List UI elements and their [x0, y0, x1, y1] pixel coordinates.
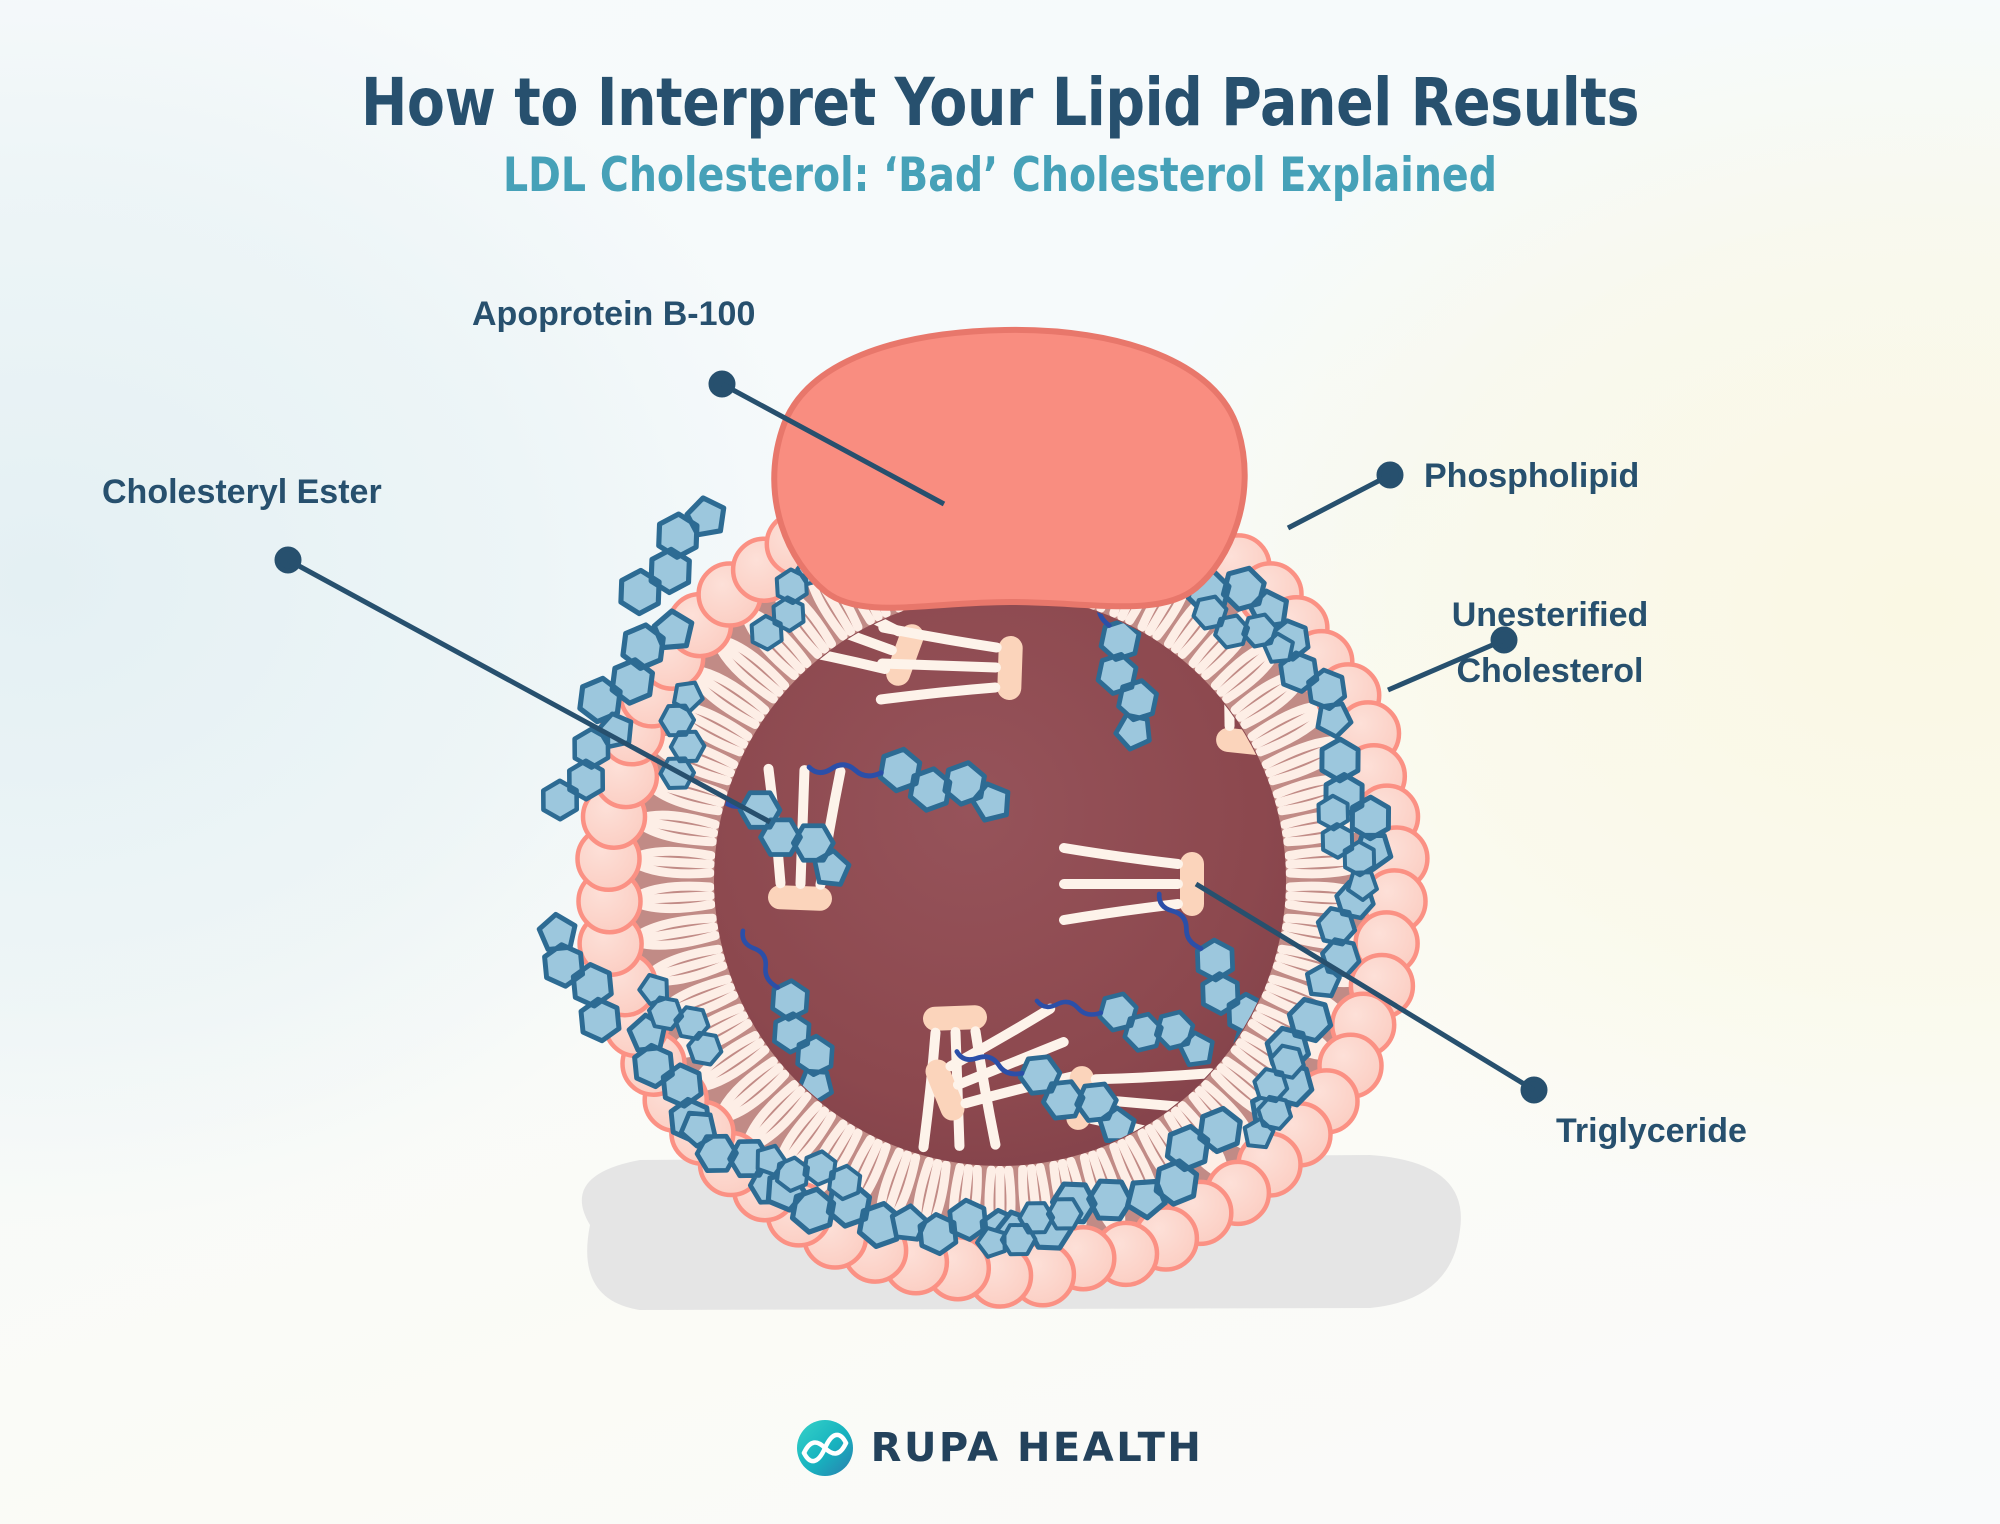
unesterified-cholesterol-molecule	[1191, 594, 1295, 664]
cholesteryl-ester-molecule	[1034, 991, 1215, 1068]
cholesteryl-ester-molecule	[740, 928, 835, 1106]
cholesteryl-ester-molecule	[806, 746, 1011, 823]
ester-tail	[1034, 998, 1104, 1017]
unesterified-cholesterol-molecule	[1316, 793, 1379, 902]
leader-triglyceride	[1194, 881, 1548, 1104]
triglyceride-molecule	[925, 1003, 1083, 1121]
leader-lines	[274, 370, 1548, 1104]
triglyceride-molecule	[918, 1005, 1001, 1153]
ester-tail	[806, 762, 884, 779]
cholesteryl-ester-molecule	[954, 1049, 1137, 1143]
ester-tail	[1156, 891, 1204, 951]
triglyceride-head	[997, 636, 1023, 700]
unesterified-cholesterol-molecule	[1242, 1043, 1306, 1150]
unesterified-cholesterol-molecule	[637, 972, 724, 1067]
unesterified-cholesterol-molecule	[540, 711, 634, 822]
unesterified-cholesterol-molecule	[755, 1143, 863, 1202]
triglyceride-molecule	[875, 622, 1023, 705]
leader-unesterified-cholesterol	[1387, 626, 1518, 693]
unesterified-cholesterol-molecule	[1319, 736, 1394, 872]
unesterified-cholesterol-molecule	[1125, 1105, 1243, 1221]
page-title: How to Interpret Your Lipid Panel Result…	[360, 64, 1640, 141]
apoprotein-b100-shape	[771, 326, 1248, 611]
unesterified-cholesterol-molecule	[618, 495, 727, 617]
page-subtitle: LDL Cholesterol: ‘Bad’ Cholesterol Expla…	[503, 148, 1497, 204]
leader-apoprotein	[708, 370, 946, 507]
rupa-infinity-logo-icon	[796, 1420, 853, 1476]
triglyceride-molecule	[1059, 843, 1204, 925]
unesterified-cholesterol-molecule	[536, 911, 622, 1044]
label-triglyceride: Triglyceride	[1556, 1112, 1747, 1150]
label-unesterified-cholesterol-line1: Unesterified	[1452, 596, 1649, 634]
heading-block: How to Interpret Your Lipid Panel Result…	[0, 0, 2000, 201]
brand-footer: RUPA HEALTH	[0, 1420, 2000, 1476]
core-contents	[715, 595, 1285, 1153]
triglyceride-head	[886, 624, 924, 686]
unesterified-cholesterol-group	[536, 495, 1394, 1259]
ester-tail	[715, 775, 745, 809]
ester-tail	[1078, 595, 1112, 628]
label-unesterified-cholesterol-line2: Cholesterol	[1456, 652, 1643, 690]
ester-tail	[954, 1049, 1025, 1077]
triglyceride-head	[1180, 852, 1204, 916]
label-phospholipid: Phospholipid	[1424, 457, 1639, 495]
unesterified-cholesterol-molecule	[749, 553, 828, 652]
label-apoprotein: Apoprotein B-100	[472, 295, 755, 333]
triglyceride-head	[768, 885, 832, 911]
triglyceride-head	[923, 1005, 987, 1031]
leader-cholesteryl-ester	[274, 546, 772, 825]
label-cholesteryl-ester: Cholesteryl Ester	[102, 473, 382, 511]
unesterified-cholesterol-molecule	[975, 1197, 1084, 1259]
ester-tail	[740, 928, 781, 990]
leader-phospholipid	[1286, 461, 1404, 531]
triglyceride-head	[925, 1059, 965, 1121]
brand-name: RUPA HEALTH	[870, 1425, 1204, 1471]
unesterified-cholesterol-molecule	[658, 680, 707, 791]
unesterified-cholesterol-molecule	[577, 608, 695, 725]
